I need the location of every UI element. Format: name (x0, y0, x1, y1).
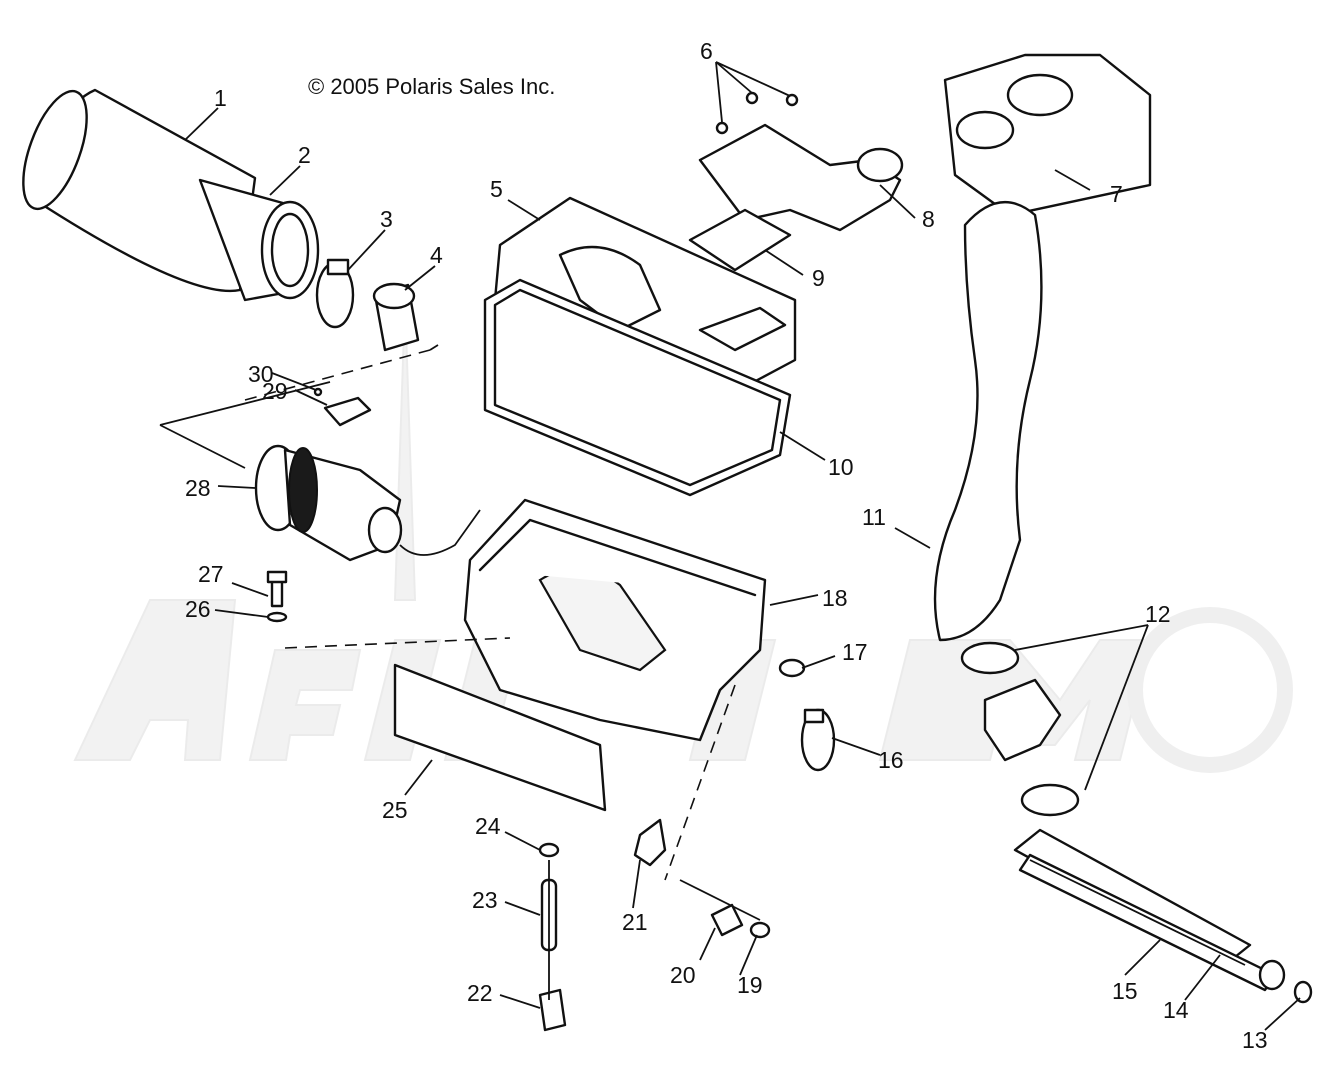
callout-29: 29 (262, 378, 288, 404)
clamp-16 (800, 708, 836, 772)
intake-duct-8 (698, 123, 904, 232)
callout-22: 22 (467, 980, 493, 1006)
callout-26: 26 (185, 596, 211, 622)
screw-30 (313, 387, 323, 397)
washer-26 (266, 611, 288, 623)
callout-10: 10 (828, 454, 854, 480)
callout-2: 2 (298, 142, 311, 168)
sensor-29 (323, 396, 372, 427)
clamp-3 (315, 258, 355, 329)
clamp-13 (1293, 980, 1313, 1004)
clamp-24 (538, 842, 560, 858)
callout-4: 4 (430, 242, 443, 268)
callout-28: 28 (185, 475, 211, 501)
tube-14 (1018, 853, 1286, 992)
callout-leaders (184, 61, 1301, 1031)
copyright-notice: © 2005 Polaris Sales Inc. (308, 74, 556, 99)
alignment-lines (159, 344, 1246, 1000)
callout-17: 17 (842, 639, 868, 665)
callout-7: 7 (1110, 181, 1123, 207)
callout-30: 30 (248, 361, 274, 387)
callout-5: 5 (490, 176, 503, 202)
coupler-4 (372, 282, 420, 352)
clamps-12 (960, 641, 1080, 817)
callout-11: 11 (862, 504, 886, 530)
callout-3: 3 (380, 206, 393, 232)
callout-9: 9 (812, 265, 825, 291)
callout-12: 12 (1145, 601, 1171, 627)
filter-sleeve (198, 178, 320, 302)
clamp-17 (778, 658, 806, 678)
airbox-base-18 (463, 498, 767, 742)
callout-labels: 1 2 3 4 5 6 7 8 9 10 11 12 13 14 15 16 1… (185, 38, 1268, 1053)
clamp-19 (749, 921, 771, 939)
callout-27: 27 (198, 561, 224, 587)
fitting-22 (538, 988, 567, 1032)
gasket-10 (483, 278, 792, 497)
callout-20: 20 (670, 962, 696, 988)
callout-18: 18 (822, 585, 848, 611)
callout-8: 8 (922, 206, 935, 232)
air-filter-element (22, 88, 257, 293)
callout-6: 6 (700, 38, 713, 64)
bolt-27 (266, 570, 288, 608)
screws-6 (715, 91, 799, 135)
throttle-body-28 (254, 444, 403, 562)
callout-14: 14 (1163, 997, 1189, 1023)
callout-23: 23 (472, 887, 498, 913)
callout-24: 24 (475, 813, 501, 839)
callout-15: 15 (1112, 978, 1138, 1004)
callout-13: 13 (1242, 1027, 1268, 1053)
cap-20 (710, 903, 744, 937)
callout-21: 21 (622, 909, 648, 935)
callout-16: 16 (878, 747, 904, 773)
intake-tube-11 (933, 201, 1043, 642)
callout-25: 25 (382, 797, 408, 823)
callout-19: 19 (737, 972, 763, 998)
callout-1: 1 (214, 85, 227, 111)
bracket-21 (633, 818, 667, 867)
plate-9 (688, 208, 792, 272)
filter-pad-25 (393, 663, 607, 812)
block-7 (943, 53, 1152, 217)
